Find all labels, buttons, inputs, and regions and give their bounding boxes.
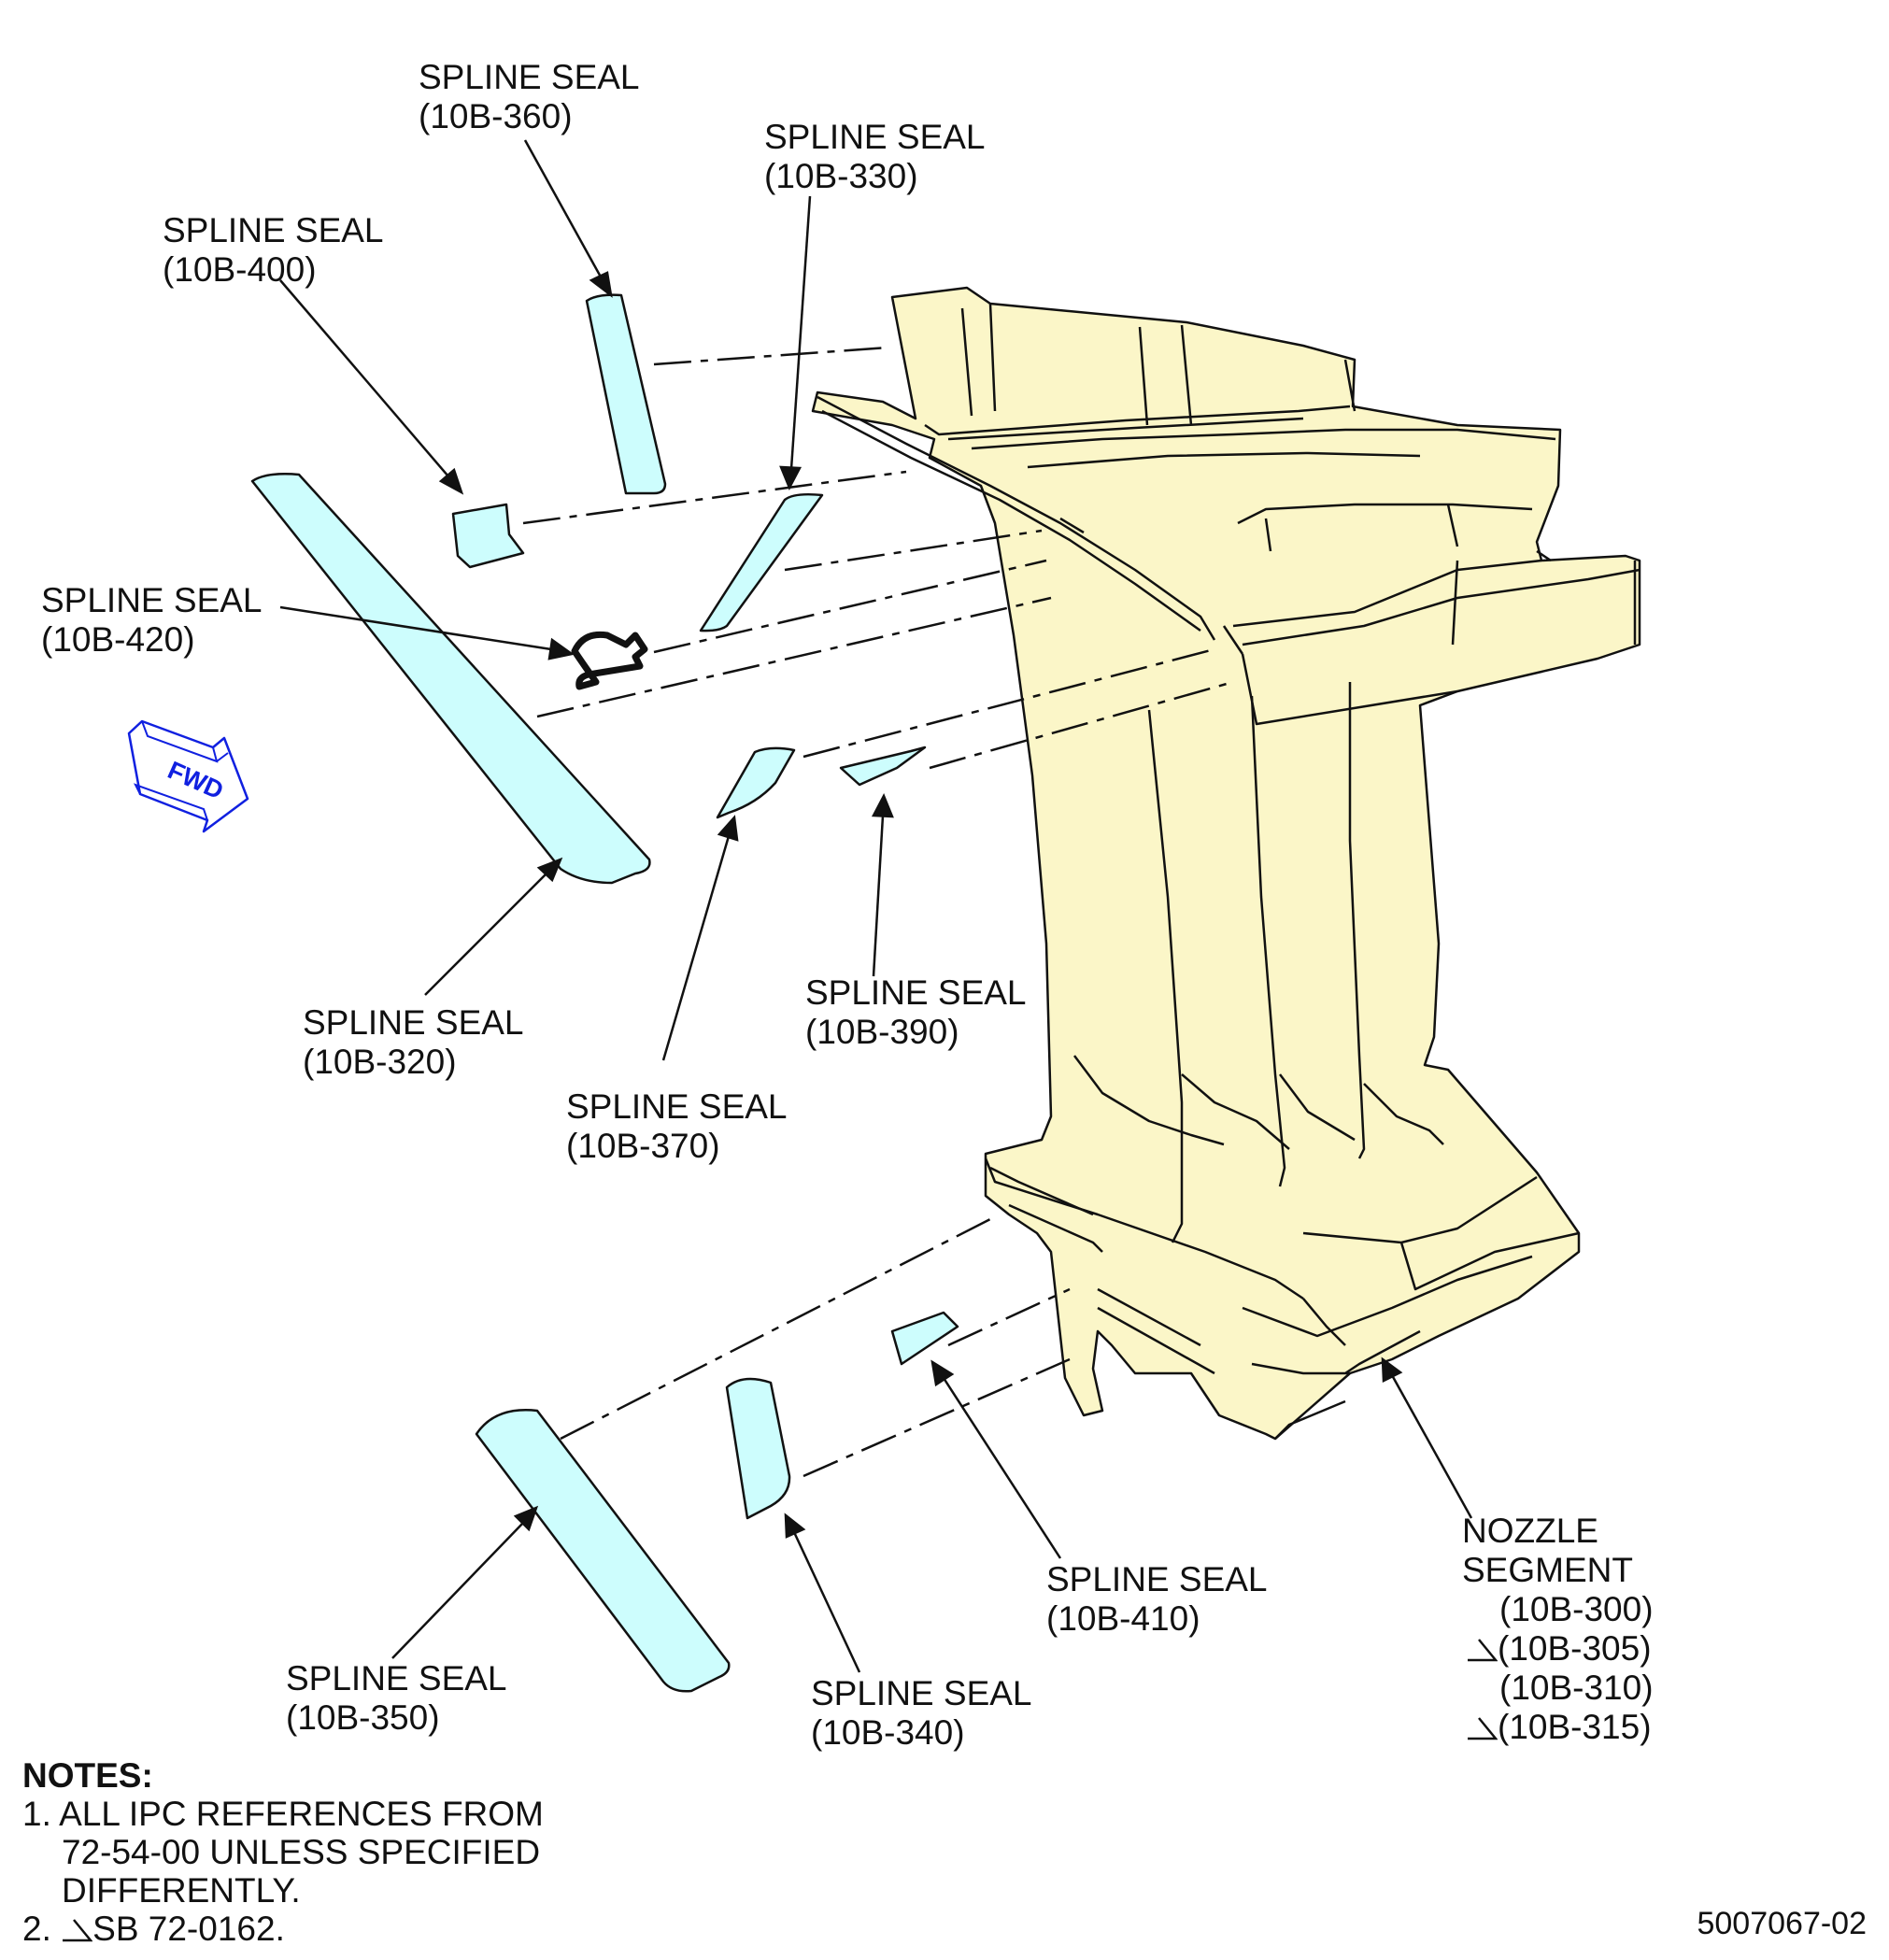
label-spline-seal-320: SPLINE SEAL (10B-320) xyxy=(303,1003,524,1081)
label-spline-seal-400: SPLINE SEAL (10B-400) xyxy=(163,211,384,289)
seal-part-400 xyxy=(451,503,525,569)
seal-part-390 xyxy=(839,746,927,787)
nozzle-segment xyxy=(811,286,1641,1441)
label-spline-seal-340: SPLINE SEAL (10B-340) xyxy=(811,1674,1032,1752)
forward-direction-arrow: FWD xyxy=(127,719,249,833)
label-spline-seal-420: SPLINE SEAL (10B-420) xyxy=(41,581,263,659)
seal-part-420 xyxy=(571,631,648,690)
effectivity-triangle-icon xyxy=(1468,1639,1498,1662)
seal-part-350 xyxy=(475,1409,731,1693)
label-spline-seal-350: SPLINE SEAL (10B-350) xyxy=(286,1659,507,1737)
leader-lines xyxy=(279,139,1473,1673)
nozzle-vane-2 xyxy=(1073,682,1366,1159)
label-nozzle-segment: NOZZLE SEGMENT (10B-300) (10B-305) (10B-… xyxy=(1462,1512,1654,1746)
spline-seals xyxy=(250,293,959,1693)
seal-part-330 xyxy=(699,492,824,632)
label-spline-seal-330: SPLINE SEAL (10B-330) xyxy=(764,118,986,195)
label-spline-seal-390: SPLINE SEAL (10B-390) xyxy=(805,973,1027,1051)
seal-part-360 xyxy=(585,293,667,495)
nozzle-upper-rail xyxy=(817,395,1244,655)
nozzle-vane-1 xyxy=(1147,695,1286,1243)
fwd-arrow-shape xyxy=(127,719,249,833)
figure-id: 5007067-02 xyxy=(1697,1906,1867,1941)
nozzle-mid-band xyxy=(971,428,1556,562)
label-spline-seal-360: SPLINE SEAL (10B-360) xyxy=(419,58,640,135)
label-spline-seal-370: SPLINE SEAL (10B-370) xyxy=(566,1087,788,1165)
effectivity-triangle-icon xyxy=(1468,1717,1498,1740)
effectivity-triangle-icon xyxy=(63,1919,93,1942)
nozzle-outer-band xyxy=(924,303,1356,441)
alignment-lines xyxy=(522,346,1234,1478)
nozzle-inner-band xyxy=(1232,559,1640,726)
note-1-line-3: DIFFERENTLY. xyxy=(62,1871,301,1910)
notes-heading: NOTES: xyxy=(22,1756,153,1795)
seal-part-410 xyxy=(890,1311,959,1366)
nozzle-lower-rail xyxy=(989,1166,1215,1375)
label-spline-seal-410: SPLINE SEAL (10B-410) xyxy=(1046,1560,1268,1638)
note-1-line-2: 72-54-00 UNLESS SPECIFIED xyxy=(62,1833,541,1871)
seal-part-340 xyxy=(725,1377,791,1520)
nozzle-vane-3 xyxy=(1279,1073,1444,1145)
note-1-line-1: 1. ALL IPC REFERENCES FROM xyxy=(22,1795,544,1833)
nozzle-body xyxy=(811,286,1641,1441)
note-2: 2. SB 72-0162. xyxy=(22,1910,285,1948)
notes-block: NOTES: 1. ALL IPC REFERENCES FROM 72-54-… xyxy=(22,1756,544,1948)
seal-part-320 xyxy=(250,473,651,885)
seal-part-370 xyxy=(716,746,796,819)
nozzle-lower-platform xyxy=(984,1158,1580,1440)
